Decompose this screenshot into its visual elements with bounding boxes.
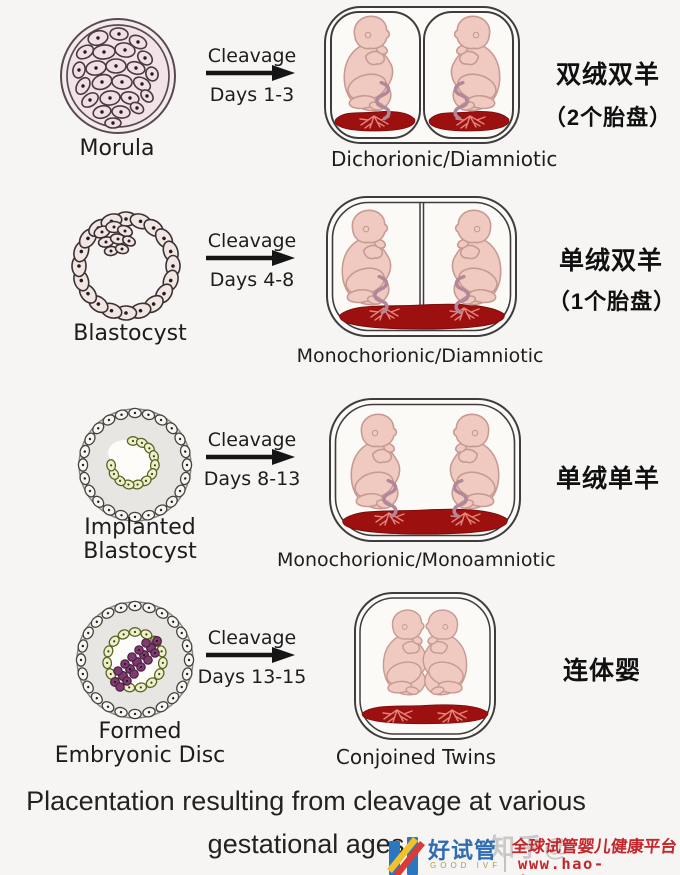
cleavage-arrow-1 <box>203 63 298 83</box>
brand-name-cn: 好试管 <box>428 838 498 863</box>
cleavage-arrow-4 <box>203 645 298 665</box>
arrow-label-cleavage-4: Cleavage <box>207 627 297 649</box>
monochorionic-monoamniotic-diagram <box>329 398 521 542</box>
stage-label-blastocyst: Blastocyst <box>73 321 187 346</box>
arrow-label-days-4: Days 13-15 <box>197 666 307 688</box>
shared-placenta <box>361 704 489 725</box>
formed-embryonic-disc-diagram <box>75 600 195 720</box>
placenta-left <box>334 110 416 132</box>
stage-label-implanted-2: Blastocyst <box>83 539 197 564</box>
result-label-3: Monochorionic/Monoamniotic <box>277 549 556 571</box>
cleavage-arrow-2 <box>203 248 298 268</box>
good-ivf-logo <box>387 837 425 875</box>
result-label-1: Dichorionic/Diamniotic <box>331 147 558 171</box>
arrow-label-cleavage-3: Cleavage <box>207 429 297 451</box>
cn-label-1a: 双绒双羊 <box>555 61 660 89</box>
cn-label-2b: （1个胎盘） <box>547 289 677 314</box>
cn-label-4a: 连体婴 <box>562 657 641 685</box>
result-label-4: Conjoined Twins <box>335 745 497 769</box>
stage-label-formed-2: Embryonic Disc <box>54 743 226 768</box>
arrow-label-days-1: Days 1-3 <box>209 84 295 106</box>
arrow-label-cleavage-1: Cleavage <box>207 45 297 67</box>
stage-label-formed: Formed <box>98 719 182 744</box>
conjoined-twins-diagram <box>354 592 496 740</box>
arrow-label-cleavage-2: Cleavage <box>207 230 297 252</box>
arrow-label-days-3: Days 8-13 <box>203 468 301 490</box>
placenta-right <box>428 110 510 132</box>
zhihu-watermark: 知乎@ <box>490 834 571 862</box>
caption-line-1: Placentation resulting from cleavage at … <box>26 786 586 816</box>
morula-diagram <box>60 18 176 134</box>
shared-placenta <box>339 303 505 330</box>
arrow-label-days-2: Days 4-8 <box>209 269 295 291</box>
watermark-url: www.hao-ivf.com <box>518 855 605 875</box>
result-label-2: Monochorionic/Diamniotic <box>296 345 544 367</box>
caption-line-2: gestational ages <box>207 829 405 859</box>
stage-label-implanted: Implanted <box>84 515 196 540</box>
blastocyst-diagram <box>70 210 182 322</box>
watermark-divider <box>504 854 506 872</box>
implanted-blastocyst-diagram <box>77 407 193 523</box>
cn-label-1b: （2个胎盘） <box>543 105 673 130</box>
dichorionic-diamniotic-diagram <box>324 6 520 144</box>
cn-label-2a: 单绒双羊 <box>558 247 663 275</box>
stage-label-morula: Morula <box>79 136 155 161</box>
brand-name-en: GOOD IVF <box>430 861 502 870</box>
watermark-slogan: 全球试管婴儿健康平台 <box>510 837 678 856</box>
monochorionic-diamniotic-diagram <box>326 196 517 337</box>
shared-placenta <box>342 508 508 535</box>
cn-label-3a: 单绒单羊 <box>555 465 660 493</box>
cleavage-arrow-3 <box>203 447 298 467</box>
